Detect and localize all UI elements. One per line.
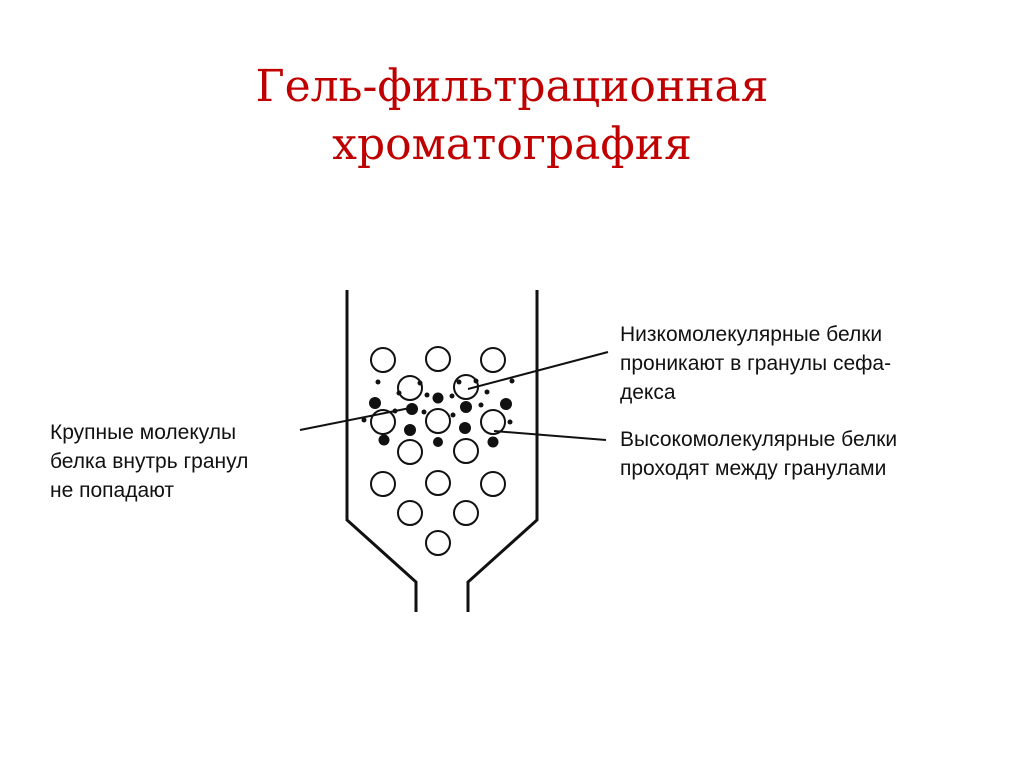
small-molecule	[396, 390, 402, 396]
label-high-mw-line-2: проходят между гранулами	[620, 457, 887, 480]
label-low-mw-line-1: Низкомолекулярные белки	[620, 323, 883, 346]
granule	[480, 471, 506, 497]
label-low-molecular-proteins: Низкомолекулярные белки проникают в гран…	[620, 320, 891, 407]
small-molecule	[424, 392, 430, 398]
label-low-mw-line-3: декса	[620, 381, 676, 404]
slide-title: Гель-фильтрационная хроматография	[0, 58, 1024, 174]
large-molecule	[459, 422, 471, 434]
small-protein-molecules	[361, 378, 515, 425]
large-molecule	[433, 437, 443, 447]
granule	[397, 500, 423, 526]
label-high-molecular-proteins: Высокомолекулярные белки проходят между …	[620, 425, 897, 483]
label-high-mw-line-1: Высокомолекулярные белки	[620, 428, 898, 451]
small-molecule	[507, 419, 513, 425]
column-wall-right	[466, 290, 539, 612]
small-molecule	[456, 379, 462, 385]
label-large-line-3: не попадают	[50, 479, 175, 502]
granule	[425, 530, 451, 556]
label-large-molecules: Крупные молекулы белка внутрь гранул не …	[50, 418, 248, 505]
small-molecule	[450, 412, 456, 418]
small-molecule	[478, 402, 484, 408]
pointer-lines	[299, 351, 609, 441]
small-molecule	[484, 389, 490, 395]
large-molecule	[500, 398, 512, 410]
granule	[425, 346, 451, 372]
small-molecule	[473, 378, 479, 384]
large-molecule	[487, 436, 499, 448]
pointer-line-low-mw	[467, 351, 609, 390]
granule	[480, 347, 506, 373]
granule	[397, 375, 423, 401]
granule	[425, 470, 451, 496]
granule	[370, 409, 396, 435]
granule	[425, 408, 451, 434]
large-molecule	[432, 392, 444, 404]
pointer-line-large-molecules	[299, 407, 411, 431]
small-molecule	[421, 409, 427, 415]
label-large-line-1: Крупные молекулы	[50, 421, 237, 444]
granule	[480, 409, 506, 435]
gel-granules	[370, 346, 506, 556]
small-molecule	[449, 393, 455, 399]
small-molecule	[417, 380, 423, 386]
title-line-1: Гель-фильтрационная	[255, 61, 769, 112]
large-molecule	[460, 401, 472, 413]
large-molecule	[406, 403, 418, 415]
small-molecule	[361, 417, 367, 423]
label-large-line-2: белка внутрь гранул	[50, 450, 249, 473]
granule	[453, 500, 479, 526]
large-molecule	[404, 424, 416, 436]
small-molecule	[375, 379, 381, 385]
granule	[370, 347, 396, 373]
small-molecule	[509, 378, 515, 384]
column-wall-left	[345, 290, 418, 612]
title-line-2: хроматография	[332, 119, 692, 170]
large-molecule	[369, 397, 381, 409]
granule	[453, 438, 479, 464]
label-low-mw-line-2: проникают в гранулы сефа-	[620, 352, 892, 375]
large-protein-molecules	[369, 392, 512, 448]
pointer-line-high-mw	[493, 430, 607, 441]
large-molecule	[378, 434, 390, 446]
granule	[397, 439, 423, 465]
granule	[370, 471, 396, 497]
